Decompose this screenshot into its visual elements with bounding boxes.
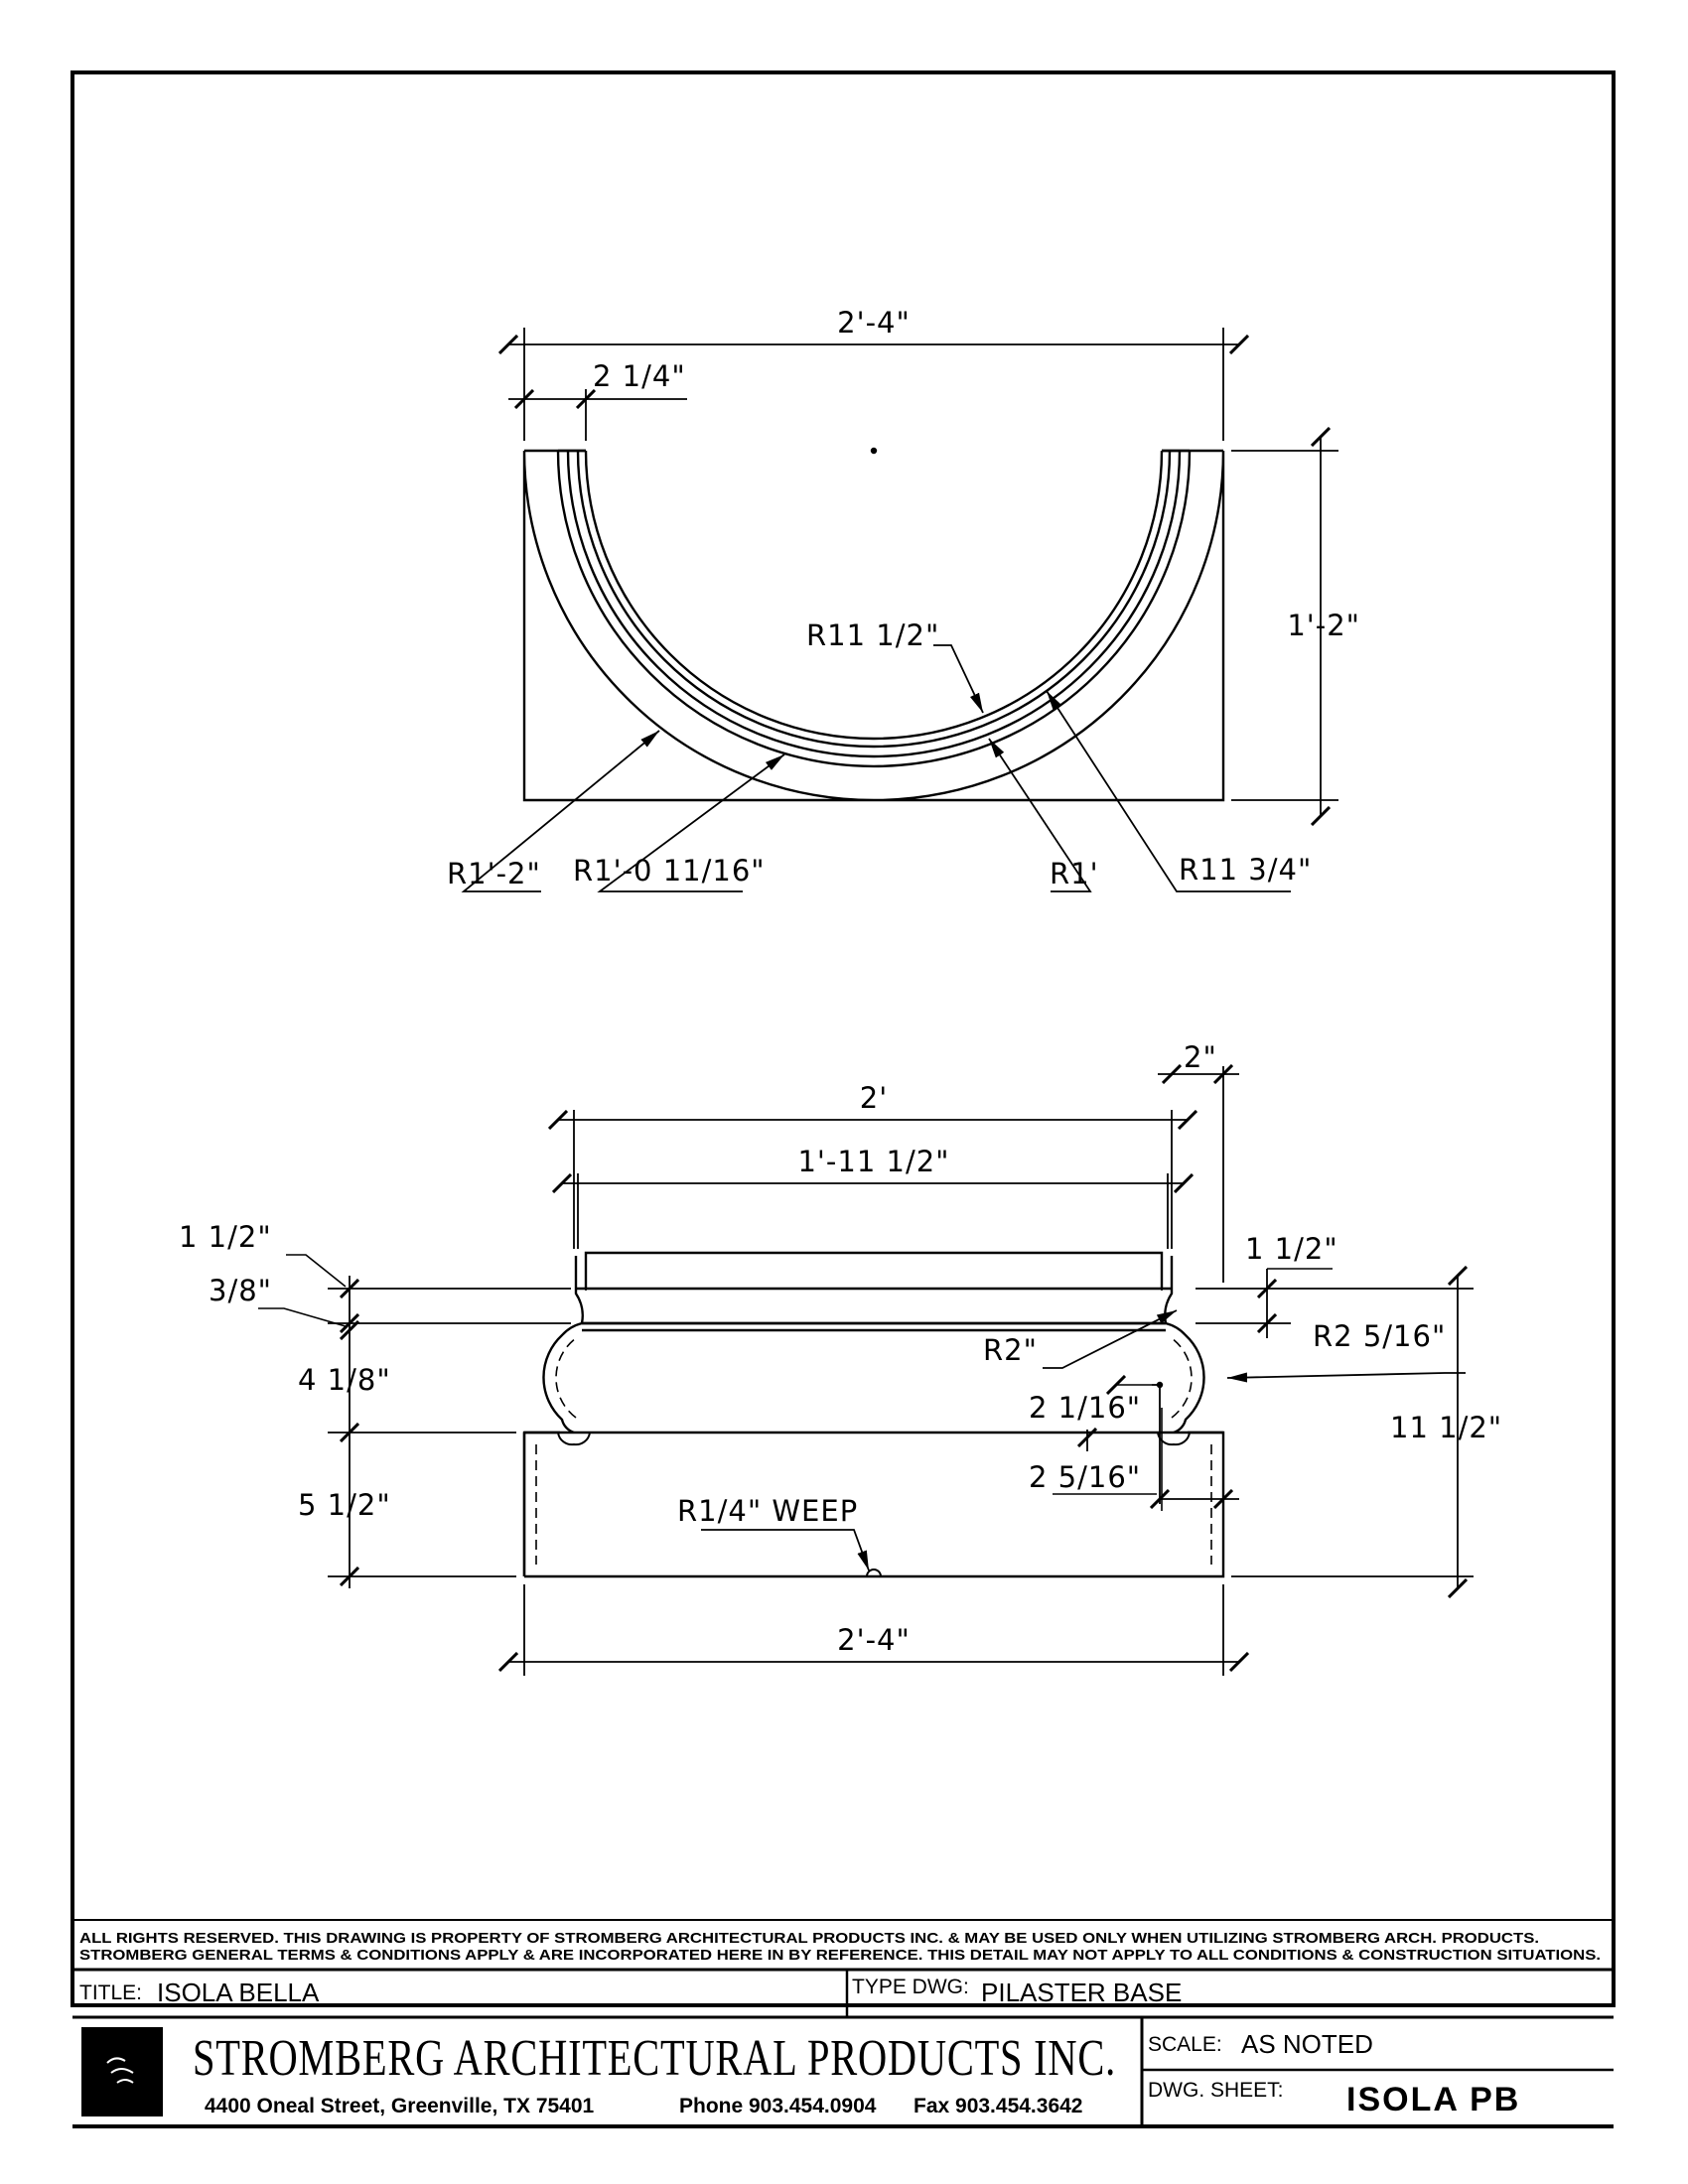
elevation-weep <box>866 1569 882 1577</box>
rights-line-1: ALL RIGHTS RESERVED. THIS DRAWING IS PRO… <box>79 1930 1539 1947</box>
elev-dim-1-11-half: 1'-11 1/2" <box>797 1145 949 1178</box>
elev-radius-2-5-16: R2 5/16" <box>1313 1319 1446 1353</box>
company-name: STROMBERG ARCHITECTURAL PRODUCTS INC. <box>193 2030 1116 2087</box>
scale-value: AS NOTED <box>1241 2029 1373 2059</box>
type-dwg-label: TYPE DWG: <box>852 1976 969 1998</box>
type-dwg-value: PILASTER BASE <box>981 1978 1182 2007</box>
plan-radius-11-half: R11 1/2" <box>806 618 939 652</box>
plan-labels: 2'-4" 2 1/4" 1'-2" R11 1/2" R1'-2" R1'-0… <box>447 306 1360 890</box>
title-block <box>72 1919 1614 2128</box>
plan-radius-1-0-11-16: R1'-0 11/16" <box>573 854 766 887</box>
plan-dim-lip: 2 1/4" <box>593 359 686 393</box>
elevation-view <box>258 1066 1474 1676</box>
title-label: TITLE: <box>79 1981 142 2004</box>
elev-dim-2-ft: 2' <box>860 1081 888 1115</box>
plan-arc-r1 <box>584 450 1164 741</box>
elev-dim-left-1-half: 1 1/2" <box>179 1220 272 1254</box>
plan-arc-r11-1-2 <box>576 450 1172 749</box>
title-value: ISOLA BELLA <box>157 1978 320 2007</box>
sheet-border <box>70 70 1616 2007</box>
elev-dim-left-5-half: 5 1/2" <box>298 1488 391 1522</box>
plan-dim-height: 1'-2" <box>1287 609 1360 642</box>
elevation-top-plate <box>584 1251 1164 1289</box>
elev-weep-label: R1/4" WEEP <box>677 1494 858 1528</box>
dwg-sheet-label: DWG. SHEET: <box>1148 2079 1284 2102</box>
logo-mark <box>106 2057 134 2084</box>
elevation-cove-left <box>574 1256 584 1324</box>
scale-label: SCALE: <box>1148 2033 1222 2056</box>
elev-dim-right-1-half: 1 1/2" <box>1245 1232 1338 1266</box>
plan-radius-11-3-4: R11 3/4" <box>1179 853 1312 887</box>
elev-dim-bottom-width: 2'-4" <box>837 1623 911 1657</box>
elev-dim-left-3-8: 3/8" <box>209 1274 272 1307</box>
company-address: 4400 Oneal Street, Greenville, TX 75401 <box>205 2095 595 2117</box>
plan-arc-r1-0-11-16 <box>556 450 1192 768</box>
plan-radius-1: R1' <box>1050 857 1099 890</box>
elev-dim-left-4-1-8: 4 1/8" <box>298 1363 391 1397</box>
plan-center-point <box>870 447 878 455</box>
elev-dim-2-5-16: 2 5/16" <box>1029 1460 1141 1494</box>
plan-outline <box>522 450 1225 802</box>
elevation-plinth <box>522 1431 1225 1578</box>
plan-arc-r11-3-4 <box>566 450 1182 758</box>
elevation-labels: 2" 2' 1'-11 1/2" 1 1/2" 3/8" 4 1/8" 5 1/… <box>179 1040 1502 1657</box>
company-phone: Phone 903.454.0904 <box>679 2095 877 2117</box>
rights-line-2: STROMBERG GENERAL TERMS & CONDITIONS APP… <box>79 1947 1601 1964</box>
company-logo <box>81 2027 163 2116</box>
elev-dim-2-in: 2" <box>1184 1040 1217 1074</box>
dwg-sheet-value: ISOLA PB <box>1346 2081 1520 2118</box>
elev-dim-2-1-16: 2 1/16" <box>1029 1391 1141 1425</box>
plan-view <box>461 328 1338 892</box>
elev-dim-overall-height: 11 1/2" <box>1390 1411 1502 1444</box>
plan-dim-overall-width: 2'-4" <box>837 306 911 340</box>
elev-radius-2: R2" <box>983 1333 1038 1367</box>
title-block-text: ALL RIGHTS RESERVED. THIS DRAWING IS PRO… <box>79 1930 1601 2118</box>
company-fax: Fax 903.454.3642 <box>914 2095 1082 2117</box>
plan-radius-1-2: R1'-2" <box>447 857 541 890</box>
